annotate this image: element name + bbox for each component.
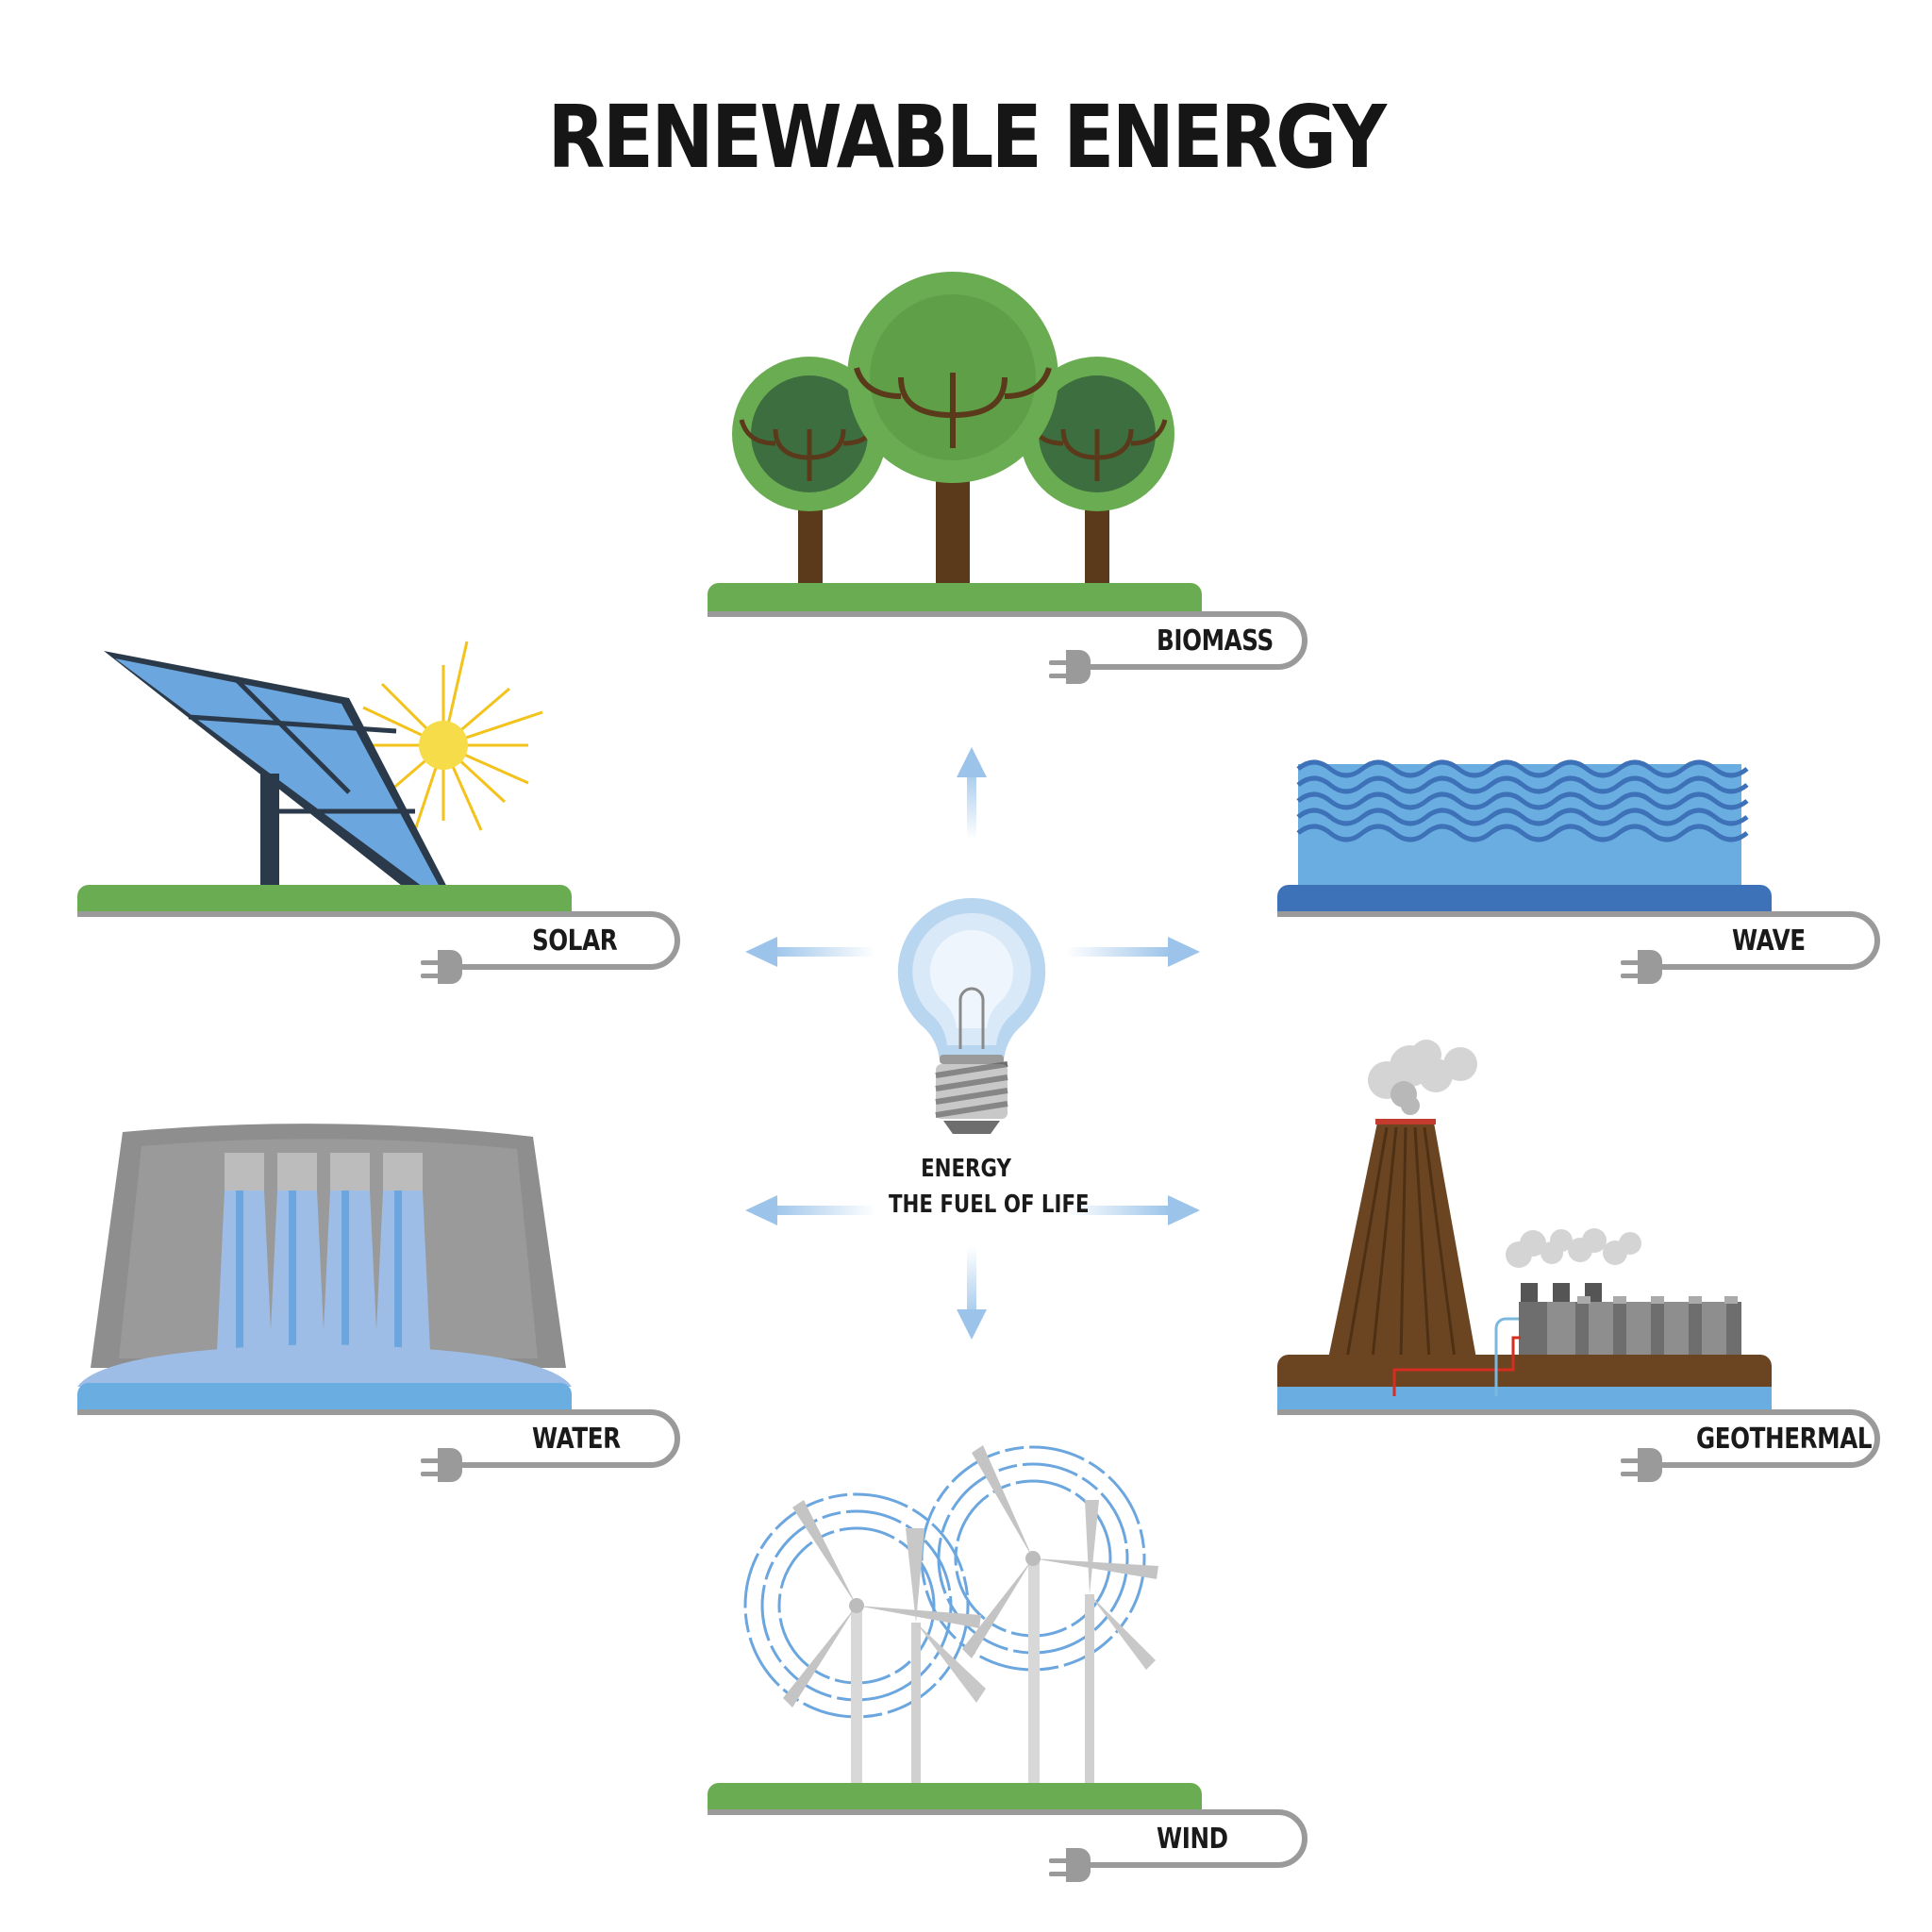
tree-right-icon: [1020, 357, 1174, 585]
tree-center-icon: [847, 272, 1058, 585]
soil-layer: [1277, 1355, 1772, 1387]
wave-illustration: [1277, 759, 1880, 984]
hot-pipe: [1392, 1336, 1521, 1396]
cold-pipe: [1494, 1317, 1519, 1396]
wind-illustration: [708, 1445, 1307, 1882]
solar-pole: [260, 774, 279, 891]
biomass-label: BIOMASS: [1157, 625, 1274, 658]
wind-turbine-icon: [783, 1500, 981, 1783]
lightbulb-icon: [897, 897, 1046, 1134]
wave-label: WAVE: [1732, 924, 1806, 958]
waterfall-icon: [217, 1153, 430, 1351]
center-caption: ENERGY THE FUEL OF LIFE: [889, 1151, 1090, 1223]
geothermal-label: GEOTHERMAL: [1696, 1423, 1873, 1456]
biomass-illustration: [708, 272, 1307, 684]
wind-turbine-icon: [962, 1445, 1158, 1783]
wave-plug-icon: [1621, 950, 1662, 984]
water-label: WATER: [532, 1423, 621, 1456]
geothermal-cable: [1660, 1409, 1880, 1468]
biomass-ground: [708, 583, 1202, 611]
solar-plug-icon: [421, 950, 462, 984]
waves-icon: [1296, 759, 1749, 842]
groundwater-layer: [1277, 1387, 1772, 1409]
arrow-up-icon: [967, 764, 976, 840]
biomass-cable: [1091, 611, 1307, 670]
solar-illustration: [77, 641, 680, 984]
water-illustration: [77, 1124, 680, 1482]
water-base: [77, 1383, 572, 1409]
geothermal-plug-icon: [1621, 1448, 1662, 1482]
solar-cable: [460, 911, 680, 970]
wind-ground: [708, 1783, 1202, 1809]
arrow-right-lower-icon: [1066, 1206, 1170, 1215]
wind-label: WIND: [1157, 1823, 1228, 1856]
solar-label: SOLAR: [532, 924, 618, 958]
arrows: [745, 747, 1200, 1340]
tree-left-icon: [732, 357, 887, 585]
solar-ground: [77, 885, 572, 911]
geothermal-illustration: [1277, 1040, 1880, 1482]
page-title: RENEWABLE ENERGY: [547, 87, 1388, 188]
center-caption-line1: ENERGY: [921, 1155, 1011, 1183]
wind-plug-icon: [1049, 1848, 1091, 1882]
biomass-plug-icon: [1049, 650, 1091, 684]
water-plug-icon: [421, 1448, 462, 1482]
arrow-right-icon: [1066, 947, 1170, 957]
wind-turbine-small-icon: [906, 1500, 1156, 1783]
center-caption-line2: THE FUEL OF LIFE: [889, 1191, 1090, 1219]
wind-cable: [1091, 1809, 1307, 1868]
water-cable: [460, 1409, 680, 1468]
arrow-left-icon: [772, 947, 875, 957]
arrow-left-lower-icon: [772, 1206, 875, 1215]
smoke-icon: [1368, 1040, 1641, 1268]
wave-base: [1277, 885, 1772, 911]
wave-cable: [1660, 911, 1880, 970]
power-plant-icon: [1519, 1283, 1741, 1357]
arrow-down-icon: [967, 1247, 976, 1323]
